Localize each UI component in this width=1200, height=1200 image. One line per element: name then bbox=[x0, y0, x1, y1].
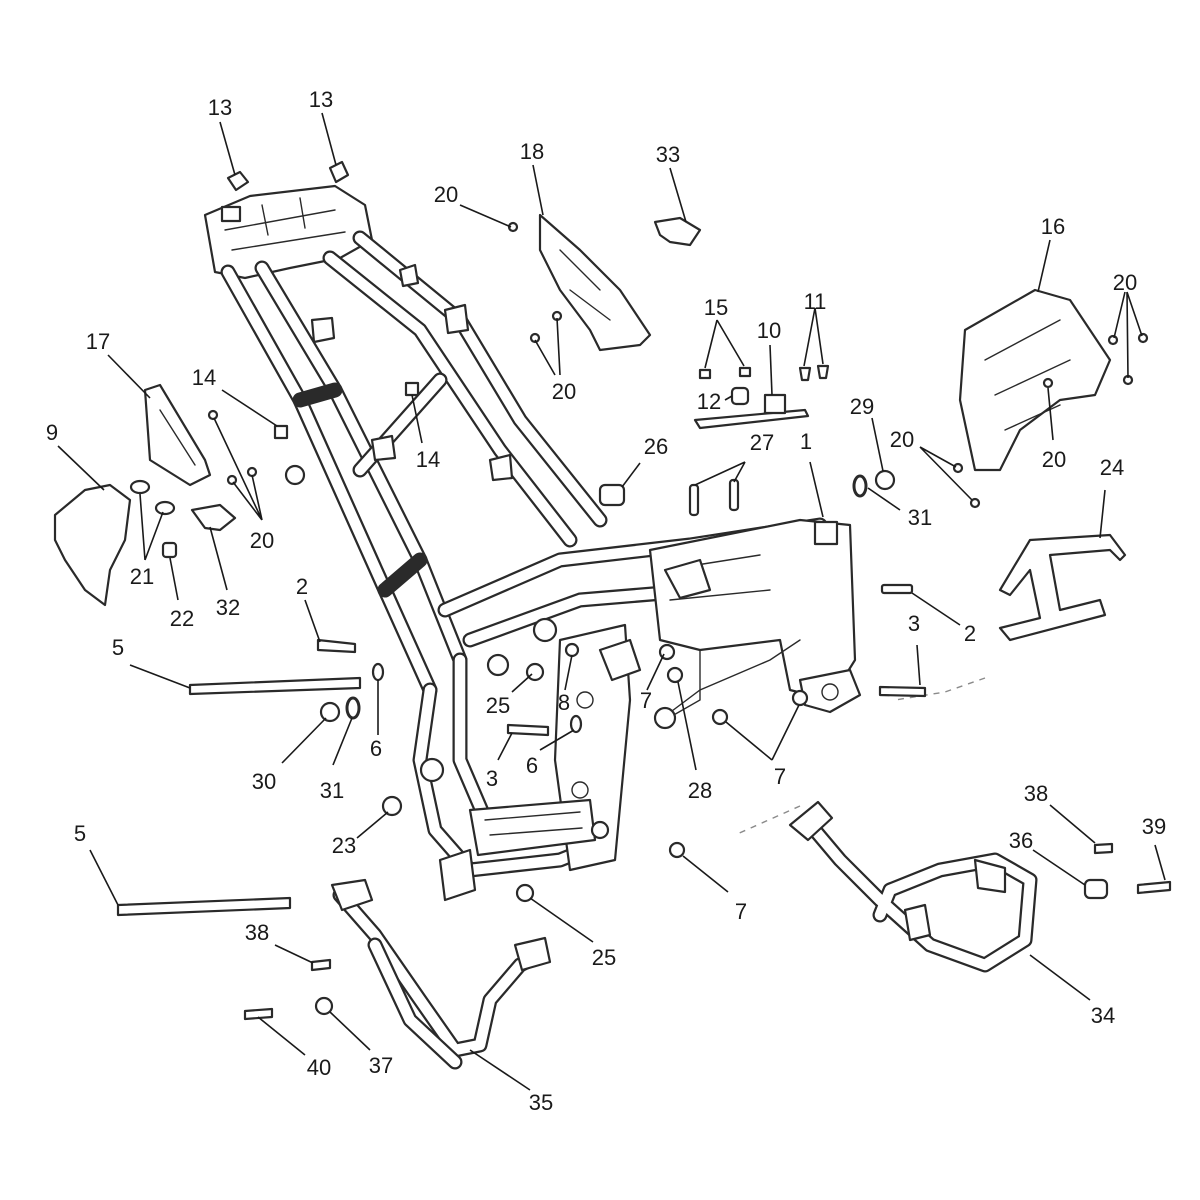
callout-38: 38 bbox=[1023, 781, 1049, 806]
callout-21: 21 bbox=[129, 564, 155, 589]
callout-22: 22 bbox=[169, 606, 195, 631]
callout-20: 20 bbox=[249, 528, 275, 553]
callout-23: 23 bbox=[331, 833, 357, 858]
callout-6: 6 bbox=[525, 753, 539, 778]
callout-29: 29 bbox=[849, 394, 875, 419]
callout-5: 5 bbox=[73, 821, 87, 846]
crash-bar-left bbox=[330, 878, 552, 1070]
callout-14: 14 bbox=[191, 365, 217, 390]
callout-40: 40 bbox=[306, 1055, 332, 1080]
callout-1: 1 bbox=[799, 429, 813, 454]
callout-33: 33 bbox=[655, 142, 681, 167]
callout-11: 11 bbox=[803, 289, 827, 314]
callout-7: 7 bbox=[639, 688, 653, 713]
callout-18: 18 bbox=[519, 139, 545, 164]
callout-20: 20 bbox=[551, 379, 577, 404]
callout-38: 38 bbox=[244, 920, 270, 945]
callout-27: 27 bbox=[749, 430, 775, 455]
callout-12: 12 bbox=[696, 389, 722, 414]
callout-20: 20 bbox=[889, 427, 915, 452]
callout-24: 24 bbox=[1099, 455, 1125, 480]
leader-lines bbox=[57, 112, 1166, 1091]
callout-31: 31 bbox=[907, 505, 933, 530]
callout-3: 3 bbox=[907, 611, 921, 636]
callout-37: 37 bbox=[368, 1053, 394, 1078]
callout-36: 36 bbox=[1008, 828, 1034, 853]
callout-28: 28 bbox=[687, 778, 713, 803]
callout-2: 2 bbox=[295, 574, 309, 599]
callout-20: 20 bbox=[1112, 270, 1138, 295]
callout-34: 34 bbox=[1090, 1003, 1116, 1028]
callout-7: 7 bbox=[773, 764, 787, 789]
callout-14: 14 bbox=[415, 447, 441, 472]
alignment-guides bbox=[734, 677, 986, 836]
callout-25: 25 bbox=[591, 945, 617, 970]
small-parts bbox=[53, 160, 1172, 1021]
callout-15: 15 bbox=[703, 295, 729, 320]
callout-31: 31 bbox=[319, 778, 345, 803]
crash-bar-right bbox=[788, 800, 1038, 973]
callout-20: 20 bbox=[433, 182, 459, 207]
callout-26: 26 bbox=[643, 434, 669, 459]
callout-8: 8 bbox=[557, 690, 571, 715]
main-frame bbox=[203, 184, 862, 902]
callout-39: 39 bbox=[1141, 814, 1167, 839]
callout-13: 13 bbox=[207, 95, 233, 120]
callout-25: 25 bbox=[485, 693, 511, 718]
callout-16: 16 bbox=[1040, 214, 1066, 239]
callout-7: 7 bbox=[734, 899, 748, 924]
callout-20: 20 bbox=[1041, 447, 1067, 472]
callout-32: 32 bbox=[215, 595, 241, 620]
callout-10: 10 bbox=[756, 318, 782, 343]
callout-3: 3 bbox=[485, 766, 499, 791]
callout-6: 6 bbox=[369, 736, 383, 761]
callout-35: 35 bbox=[528, 1090, 554, 1115]
callout-9: 9 bbox=[45, 420, 59, 445]
callout-30: 30 bbox=[251, 769, 277, 794]
callout-13: 13 bbox=[308, 87, 334, 112]
callout-2: 2 bbox=[963, 621, 977, 646]
callout-5: 5 bbox=[111, 635, 125, 660]
callout-17: 17 bbox=[85, 329, 111, 354]
